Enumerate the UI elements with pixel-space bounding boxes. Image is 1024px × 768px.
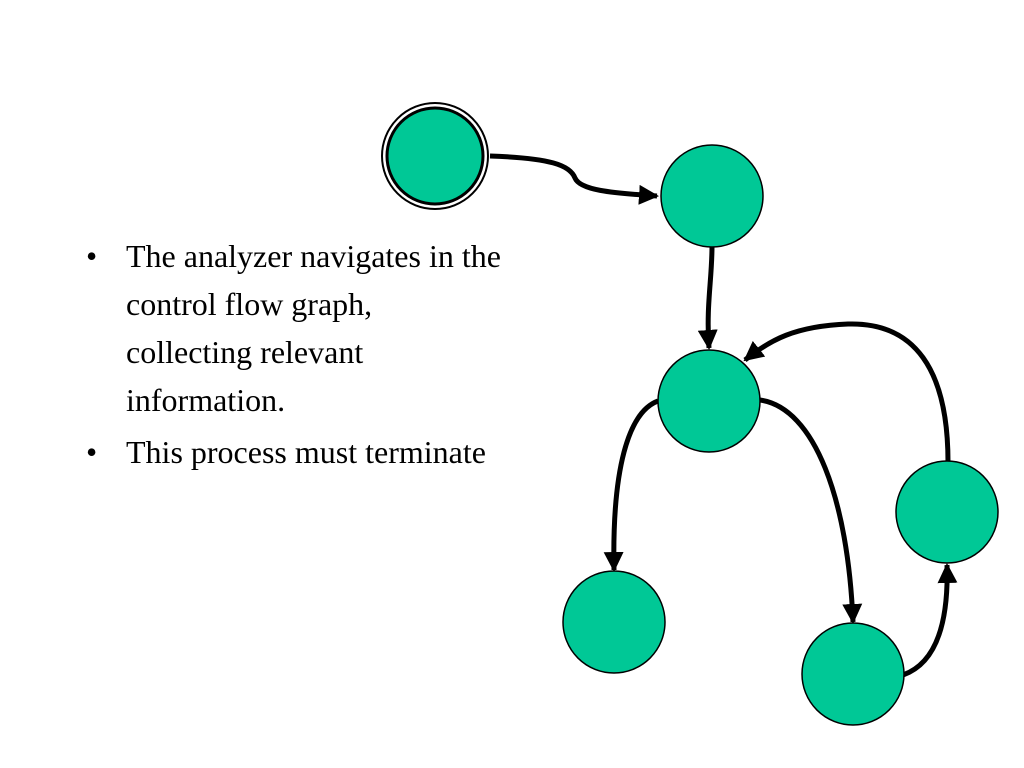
edge-n4-n5: [902, 563, 958, 678]
edge-n5-n2: [743, 321, 951, 463]
node-n1: [660, 144, 764, 248]
edge-n2-n3: [603, 398, 660, 572]
edge-start-n1: [489, 153, 659, 205]
bullet-list: • The analyzer navigates in the control …: [86, 232, 506, 480]
node-n3: [562, 570, 666, 674]
bullet-item: • The analyzer navigates in the control …: [86, 232, 506, 424]
node-n4: [801, 622, 905, 726]
node-n5: [895, 460, 999, 564]
bullet-marker: •: [86, 238, 98, 274]
bullet-text: This process must terminate: [126, 434, 486, 470]
edge-n2-n4: [759, 397, 863, 624]
bullet-marker: •: [86, 434, 98, 470]
node-start: [381, 102, 489, 210]
node-n2: [657, 349, 761, 453]
bullet-text: The analyzer navigates in the control fl…: [126, 238, 501, 418]
edge-n1-n2: [697, 245, 718, 350]
bullet-item: • This process must terminate: [86, 428, 506, 476]
